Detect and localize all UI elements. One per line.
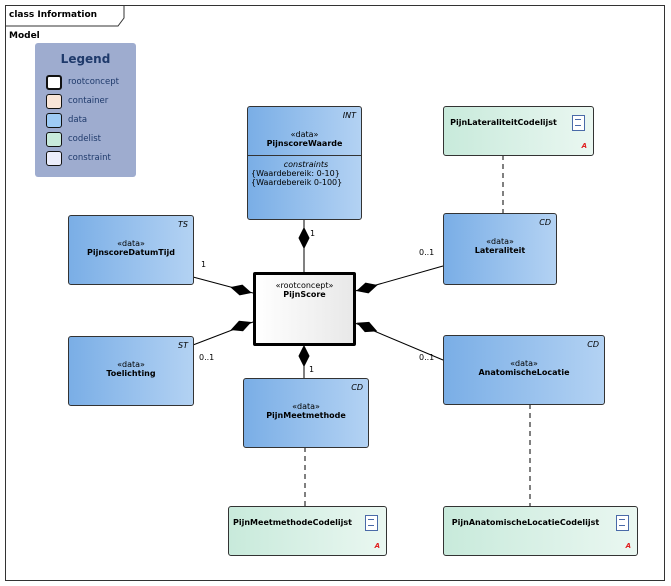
legend-item-container: container bbox=[46, 93, 108, 109]
multiplicity-label: 0..1 bbox=[419, 353, 435, 362]
class-pijnmeetmethodecodelijst[interactable]: PijnMeetmethodeCodelijst A bbox=[228, 506, 387, 556]
composition-diamond bbox=[230, 284, 252, 296]
multiplicity-label: 0..1 bbox=[419, 248, 435, 257]
class-lateraliteit[interactable]: CD «data» Lateraliteit bbox=[443, 213, 557, 285]
document-icon bbox=[616, 515, 629, 531]
legend-title: Legend bbox=[60, 52, 111, 66]
composition-diamond bbox=[298, 344, 310, 368]
class-pijnscorewaarde[interactable]: INT «data» PijnscoreWaarde constraints {… bbox=[247, 106, 362, 220]
class-pijnlateraliteitcodelijst[interactable]: PijnLateraliteitCodelijst A bbox=[443, 106, 594, 156]
document-icon bbox=[365, 515, 378, 531]
legend: Legend rootconcept container data codeli… bbox=[35, 43, 136, 177]
legend-item-data: data bbox=[46, 112, 87, 128]
legend-item-rootconcept: rootconcept bbox=[46, 74, 119, 90]
class-pijnmeetmethode[interactable]: CD «data» PijnMeetmethode bbox=[243, 378, 369, 448]
class-pijnscore[interactable]: «rootconcept» PijnScore bbox=[253, 272, 356, 346]
constraint: {Waardebereik: 0-10} bbox=[251, 169, 340, 178]
enumeration-icon: A bbox=[581, 142, 587, 150]
frame-tab-outline bbox=[5, 5, 125, 27]
class-pijnanatomischelocatiecodelijst[interactable]: PijnAnatomischeLocatieCodelijst A bbox=[443, 506, 638, 556]
class-toelichting[interactable]: ST «data» Toelichting bbox=[68, 336, 194, 406]
document-icon bbox=[572, 115, 585, 131]
frame-title: class Information Model bbox=[9, 10, 98, 41]
legend-item-codelist: codelist bbox=[46, 131, 101, 147]
composition-diamond bbox=[356, 282, 378, 294]
diagram-frame bbox=[5, 5, 665, 581]
multiplicity-label: 1 bbox=[201, 260, 207, 269]
class-pijnscoredatumtijd[interactable]: TS «data» PijnscoreDatumTijd bbox=[68, 215, 194, 285]
enumeration-icon: A bbox=[374, 542, 380, 550]
multiplicity-label: 0..1 bbox=[199, 353, 215, 362]
constraint: {Waardebereik 0-100} bbox=[251, 178, 343, 187]
composition-diamond bbox=[230, 320, 252, 332]
legend-item-constraint: constraint bbox=[46, 150, 111, 166]
multiplicity-label: 1 bbox=[310, 229, 316, 238]
composition-diamond bbox=[356, 321, 378, 333]
multiplicity-label: 1 bbox=[309, 365, 315, 374]
class-anatomischelocatie[interactable]: CD «data» AnatomischeLocatie bbox=[443, 335, 605, 405]
composition-diamond bbox=[298, 226, 310, 250]
enumeration-icon: A bbox=[625, 542, 631, 550]
